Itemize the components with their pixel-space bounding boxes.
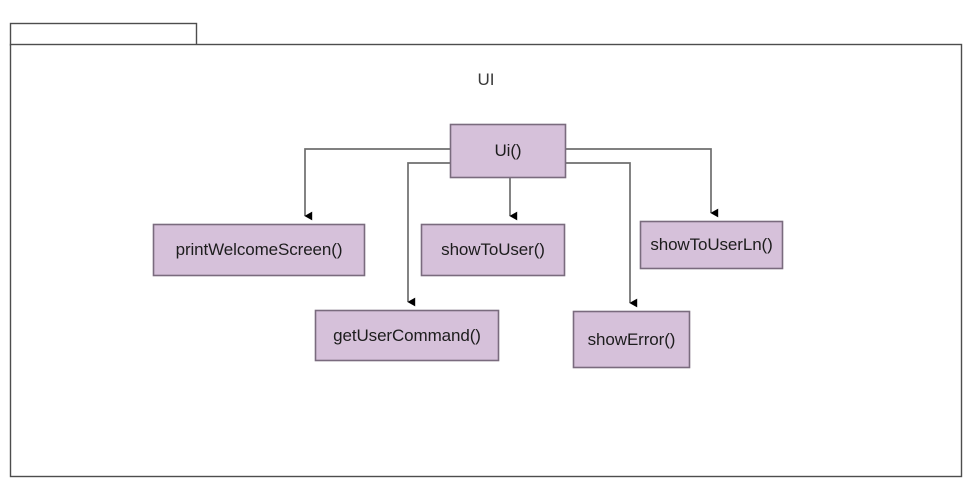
connector-ui-to-get-user-command [407,162,450,307]
node-box-show-to-user[interactable] [420,223,566,277]
node-box-print-welcome-screen[interactable] [152,223,366,277]
connector-ui-to-show-to-user-ln [566,148,719,218]
package-tab [9,22,198,46]
connector-ui-to-print-welcome-screen [304,148,450,221]
connector-ui-to-show-error [566,162,638,308]
node-box-show-to-user-ln[interactable] [639,220,784,270]
connector-group [304,148,719,308]
node-box-ui-ctor[interactable] [449,123,567,179]
node-box-show-error[interactable] [572,310,691,369]
node-box-get-user-command[interactable] [314,309,500,362]
node-shapes [152,123,784,369]
